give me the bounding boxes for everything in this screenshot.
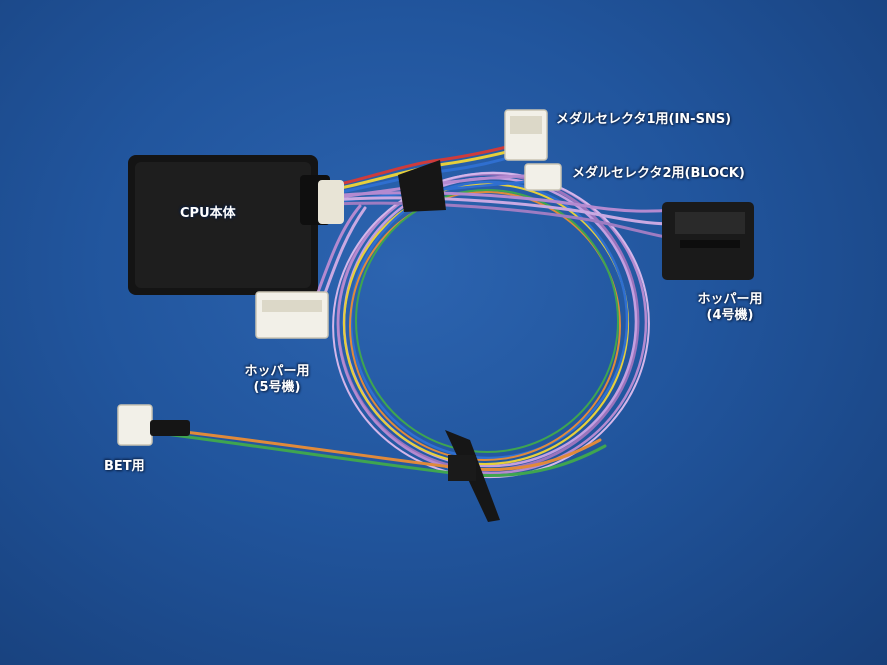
bet-connector: [117, 404, 190, 446]
bet-label: BET用: [104, 459, 145, 474]
hopper4-connector: [662, 202, 754, 280]
selector1-label: メダルセレクタ1用(IN-SNS): [556, 112, 732, 127]
selector1-connector: [504, 109, 548, 161]
cpu-box: [128, 155, 344, 295]
zip-ties: [398, 160, 500, 522]
hopper5-label-line1: ホッパー用: [244, 364, 310, 379]
cpu-label: CPU本体: [180, 206, 236, 221]
selector2-connector: [524, 163, 562, 191]
hopper5-connector: [255, 291, 329, 339]
hopper5-label-line2: (5号機): [253, 380, 301, 395]
wires-to-selectors: [148, 143, 674, 478]
hopper4-label-line1: ホッパー用: [697, 292, 763, 307]
hopper4-label-line2: (4号機): [706, 308, 754, 323]
hopper5-label: ホッパー用 (5号機): [232, 364, 322, 396]
hopper4-label: ホッパー用 (4号機): [690, 292, 770, 324]
selector2-label: メダルセレクタ2用(BLOCK): [572, 166, 745, 181]
